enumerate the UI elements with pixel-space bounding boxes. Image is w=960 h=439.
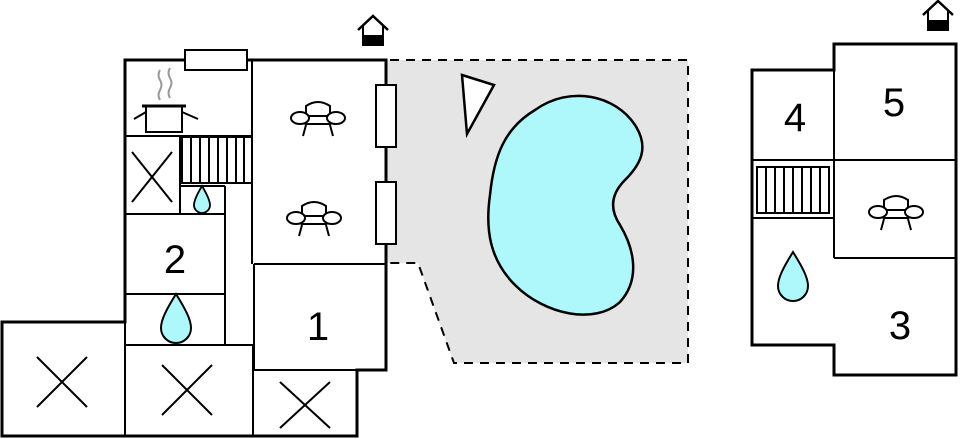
cooking-pot-icon xyxy=(133,67,199,133)
swimming-pool-icon xyxy=(487,94,644,316)
window-icon xyxy=(375,181,397,245)
water-drop-icon xyxy=(776,250,810,302)
sofa-icon xyxy=(286,201,342,237)
terrace-dashed-border xyxy=(390,59,689,364)
room-3-label: 3 xyxy=(889,304,911,348)
water-drop-icon xyxy=(193,184,211,214)
sofa-icon xyxy=(290,101,346,137)
window-icon xyxy=(184,49,248,71)
room-4-label: 4 xyxy=(784,96,806,140)
right-building xyxy=(750,42,958,377)
cross-icon xyxy=(36,356,88,408)
water-drop-icon xyxy=(159,292,193,344)
cross-icon xyxy=(131,151,173,203)
room-5-label: 5 xyxy=(883,81,905,125)
cross-icon xyxy=(279,381,331,429)
stairs-icon xyxy=(181,136,253,184)
stairs-icon xyxy=(756,166,830,214)
room-2-label: 2 xyxy=(164,238,186,282)
house-entrance-icon[interactable] xyxy=(356,14,390,47)
house-entrance-icon[interactable] xyxy=(921,0,955,32)
cross-icon xyxy=(161,364,213,416)
sunbed-icon xyxy=(460,73,496,139)
window-icon xyxy=(375,84,397,148)
room-1-label: 1 xyxy=(307,305,329,349)
sofa-icon xyxy=(868,195,924,231)
